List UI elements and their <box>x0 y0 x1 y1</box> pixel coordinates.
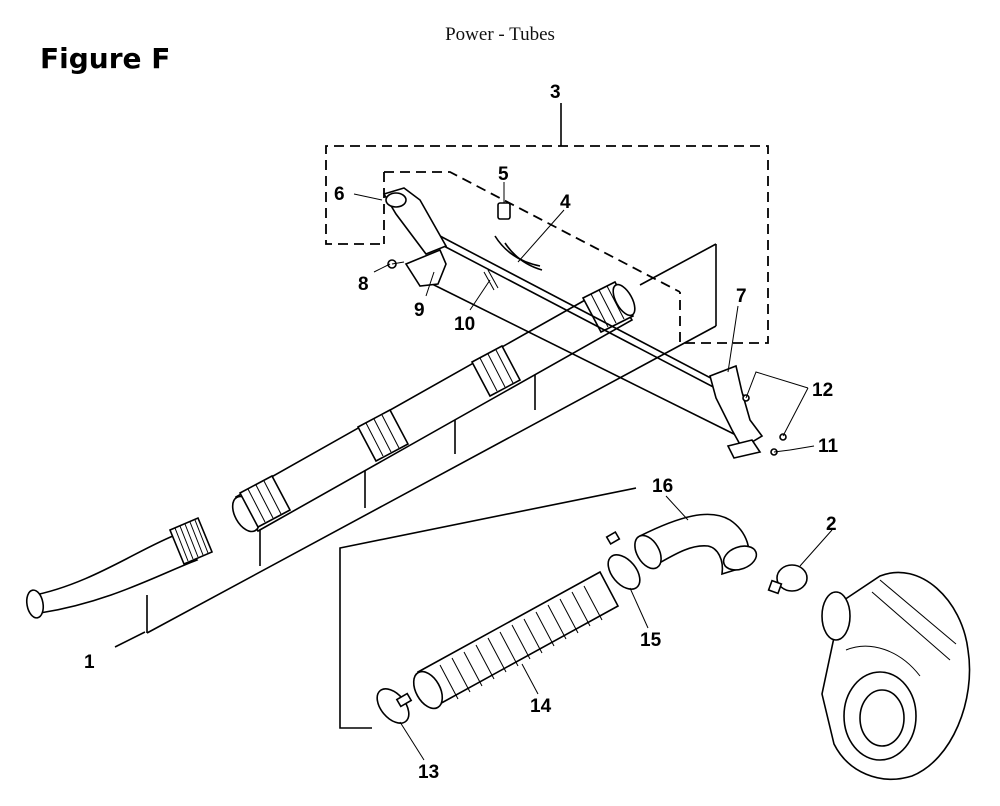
callout-1: 1 <box>84 652 95 673</box>
hose-clamp-part-13 <box>376 688 413 724</box>
figure-label: Figure F <box>40 42 171 75</box>
callout-13: 13 <box>418 762 439 783</box>
tube-coupler-3 <box>470 344 522 398</box>
callout-15: 15 <box>640 630 662 651</box>
straight-tube-sections <box>231 280 636 533</box>
callout-5: 5 <box>498 164 509 185</box>
callout-14: 14 <box>530 696 552 717</box>
blower-housing <box>821 571 971 780</box>
throttle-rod <box>427 235 747 441</box>
callout-9: 9 <box>414 300 425 321</box>
callout-11: 11 <box>818 436 839 457</box>
bracket-part-7 <box>709 364 764 459</box>
curved-end-tube <box>25 516 214 619</box>
tube-coupler-2 <box>356 408 410 463</box>
hose-clamp-part-2 <box>767 564 808 595</box>
elbow-part-16 <box>634 513 758 576</box>
tube-coupler-1 <box>238 474 292 529</box>
flex-hose-part-14 <box>412 570 620 710</box>
screw-part-11 <box>770 448 791 456</box>
callout-16: 16 <box>652 476 673 497</box>
handle-grip-part-9 <box>404 248 447 287</box>
callout-2: 2 <box>826 514 837 535</box>
callout-4: 4 <box>560 192 571 213</box>
callout-7: 7 <box>736 286 747 307</box>
handle-assembly-outline <box>325 103 769 344</box>
callout-3: 3 <box>550 82 561 103</box>
page-title: Power - Tubes <box>445 24 555 45</box>
callout-8: 8 <box>358 274 369 295</box>
callout-6: 6 <box>334 184 345 205</box>
lower-assembly-bracket <box>339 487 637 729</box>
screw-part-8 <box>387 259 405 269</box>
callout-10: 10 <box>454 314 475 335</box>
leader-lines <box>353 182 833 761</box>
hose-clamp-part-15 <box>605 530 641 590</box>
corrugated-section <box>168 516 214 566</box>
tube-coupler-4 <box>581 280 636 334</box>
handle-part-6 <box>382 187 448 255</box>
callout-12: 12 <box>812 380 833 401</box>
